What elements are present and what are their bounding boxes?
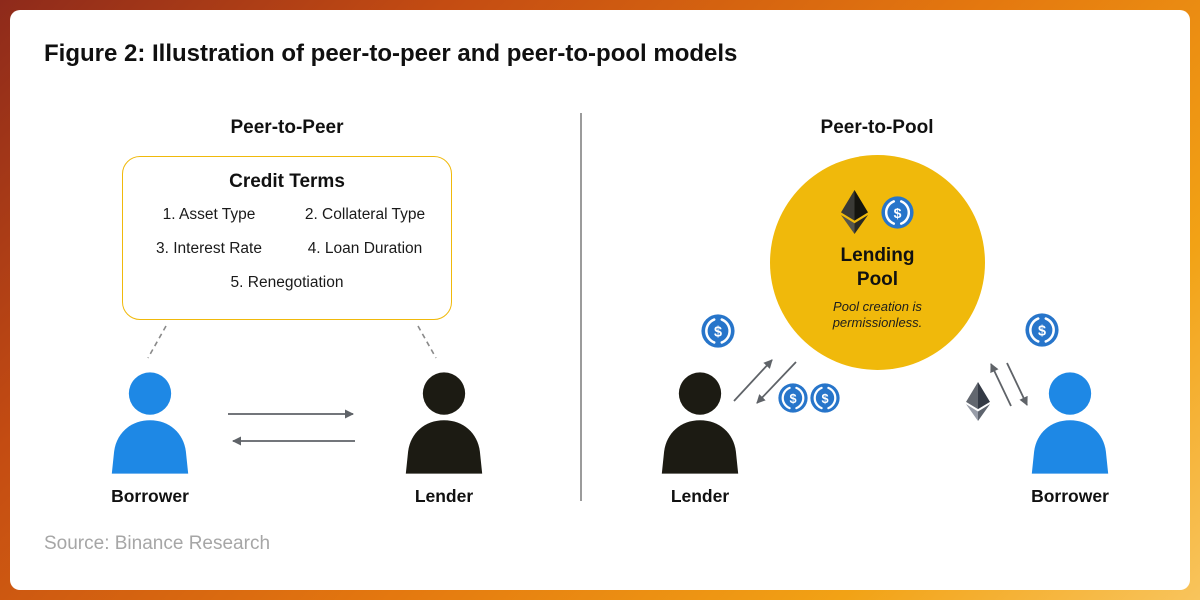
p2p-borrower-label: Borrower <box>111 486 189 506</box>
person-icon <box>405 372 483 474</box>
p2p-panel-title: Peer-to-Peer <box>230 117 344 138</box>
usdc-dollar-glyph: $ <box>789 391 796 406</box>
ethereum-icon <box>841 190 868 234</box>
p2pool-lender-label: Lender <box>670 486 730 506</box>
credit-terms-title: Credit Terms <box>229 171 345 192</box>
credit-term-item: 3. Interest Rate <box>156 240 262 257</box>
usdc-icon: $ <box>810 383 840 413</box>
pool-asset-icons: $ <box>841 189 914 235</box>
usdc-dollar-glyph: $ <box>1038 324 1046 340</box>
usdc-dollar-glyph: $ <box>821 391 828 406</box>
pool-title: Lending Pool <box>840 245 915 290</box>
p2pool-borrower-label: Borrower <box>1031 486 1109 506</box>
credit-terms-list: 1. Asset Type 2. Collateral Type 3. Inte… <box>131 206 443 292</box>
borrower-to-pool-arrow <box>990 363 1012 407</box>
lending-pool-circle: $ Lending Pool Pool creation is permissi… <box>770 155 985 370</box>
pool-lender-person-icon <box>654 372 746 474</box>
panel-divider <box>580 113 582 501</box>
usdc-icon: $ <box>1025 313 1059 347</box>
dashed-connector-right <box>417 325 437 359</box>
source-caption: Source: Binance Research <box>44 533 271 554</box>
figure-card: Figure 2: Illustration of peer-to-peer a… <box>10 10 1190 590</box>
lender-person-icon <box>398 372 490 474</box>
usdc-icon: $ <box>701 314 735 348</box>
usdc-dollar-glyph: $ <box>714 325 722 341</box>
p2pool-panel-title: Peer-to-Pool <box>820 117 934 138</box>
usdc-dollar-glyph: $ <box>894 204 902 220</box>
credit-terms-box: Credit Terms 1. Asset Type 2. Collateral… <box>122 156 452 320</box>
borrower-person-icon <box>104 372 196 474</box>
credit-term-item: 1. Asset Type <box>162 206 256 223</box>
credit-term-item: 5. Renegotiation <box>230 274 344 291</box>
ethereum-icon <box>966 382 990 421</box>
person-icon <box>111 372 189 474</box>
credit-term-item: 4. Loan Duration <box>307 240 423 257</box>
figure-title: Figure 2: Illustration of peer-to-peer a… <box>44 40 738 67</box>
pool-borrower-person-icon <box>1024 372 1116 474</box>
usdc-icon: $ <box>778 383 808 413</box>
credit-term-item: 2. Collateral Type <box>304 206 426 223</box>
person-icon <box>1031 372 1109 474</box>
person-icon <box>661 372 739 474</box>
usdc-icon: $ <box>881 195 914 229</box>
p2p-lender-label: Lender <box>414 486 474 506</box>
pool-note: Pool creation is permissionless. <box>832 298 923 331</box>
dashed-connector-left <box>147 325 167 359</box>
